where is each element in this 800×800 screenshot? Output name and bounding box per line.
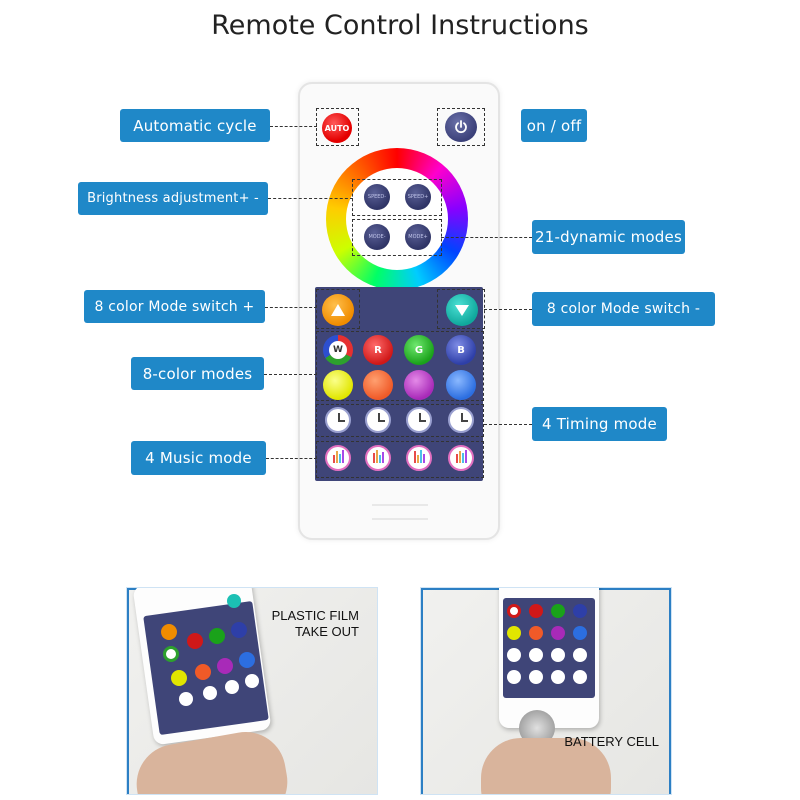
power-button[interactable] — [445, 112, 477, 142]
music-3-button[interactable] — [406, 445, 432, 471]
auto-button[interactable]: AUTO — [322, 113, 352, 143]
white-button-label: W — [329, 341, 347, 359]
timer-3-button[interactable] — [406, 407, 432, 433]
label-music-mode: 4 Music mode — [131, 441, 266, 475]
power-highlight — [437, 108, 485, 146]
white-button[interactable]: W — [323, 335, 353, 365]
label-timing-mode: 4 Timing mode — [532, 407, 667, 441]
photo-right-text: BATTERY CELL — [564, 734, 659, 749]
blue-button[interactable]: B — [446, 335, 476, 365]
timing-highlight — [316, 404, 484, 437]
mode-minus-button[interactable]: MODE- — [364, 224, 390, 250]
label-automatic-cycle: Automatic cycle — [120, 109, 270, 142]
color-down-button[interactable] — [446, 294, 478, 326]
music-4-button[interactable] — [448, 445, 474, 471]
color-modes-highlight — [316, 331, 484, 401]
leader-music-mode — [266, 458, 317, 459]
mode-plus-button[interactable]: MODE+ — [405, 224, 431, 250]
triangle-down-icon — [455, 305, 469, 316]
speed-minus-button[interactable]: SPEED- — [364, 184, 390, 210]
leader-timing-mode — [484, 424, 532, 425]
leader-color-switch-plus — [265, 307, 317, 308]
speed-highlight — [352, 179, 442, 216]
photo-left-line2: TAKE OUT — [294, 624, 359, 639]
leader-dynamic-modes — [441, 237, 532, 238]
orange-button[interactable] — [363, 370, 393, 400]
photo-left-line1: PLASTIC FILM — [271, 608, 359, 623]
label-color-switch-plus: 8 color Mode switch + — [84, 290, 265, 323]
leader-color-modes — [264, 374, 317, 375]
timer-1-button[interactable] — [325, 407, 351, 433]
yellow-button[interactable] — [323, 370, 353, 400]
auto-highlight — [316, 108, 359, 146]
light-blue-button[interactable] — [446, 370, 476, 400]
photo-plastic-film: PLASTIC FILM TAKE OUT — [126, 587, 378, 795]
triangle-up-icon — [331, 304, 345, 316]
music-highlight — [316, 441, 484, 478]
leader-automatic-cycle — [270, 126, 317, 127]
color-up-highlight — [316, 289, 360, 329]
page-title: Remote Control Instructions — [211, 10, 589, 41]
music-1-button[interactable] — [325, 445, 351, 471]
purple-button[interactable] — [404, 370, 434, 400]
label-brightness: Brightness adjustment+ - — [78, 182, 268, 215]
timer-4-button[interactable] — [448, 407, 474, 433]
red-button[interactable]: R — [363, 335, 393, 365]
photo-battery-cell: BATTERY CELL — [420, 587, 672, 795]
leader-color-switch-minus — [484, 309, 532, 310]
label-on-off: on / off — [521, 109, 587, 142]
green-button[interactable]: G — [404, 335, 434, 365]
label-dynamic-modes: 21-dynamic modes — [532, 220, 685, 254]
music-2-button[interactable] — [365, 445, 391, 471]
power-icon — [455, 120, 467, 134]
leader-brightness — [268, 198, 353, 199]
timer-2-button[interactable] — [365, 407, 391, 433]
color-up-button[interactable] — [322, 294, 354, 326]
label-color-modes: 8-color modes — [131, 357, 264, 390]
speed-plus-button[interactable]: SPEED+ — [405, 184, 431, 210]
label-color-switch-minus: 8 color Mode switch - — [532, 292, 715, 326]
